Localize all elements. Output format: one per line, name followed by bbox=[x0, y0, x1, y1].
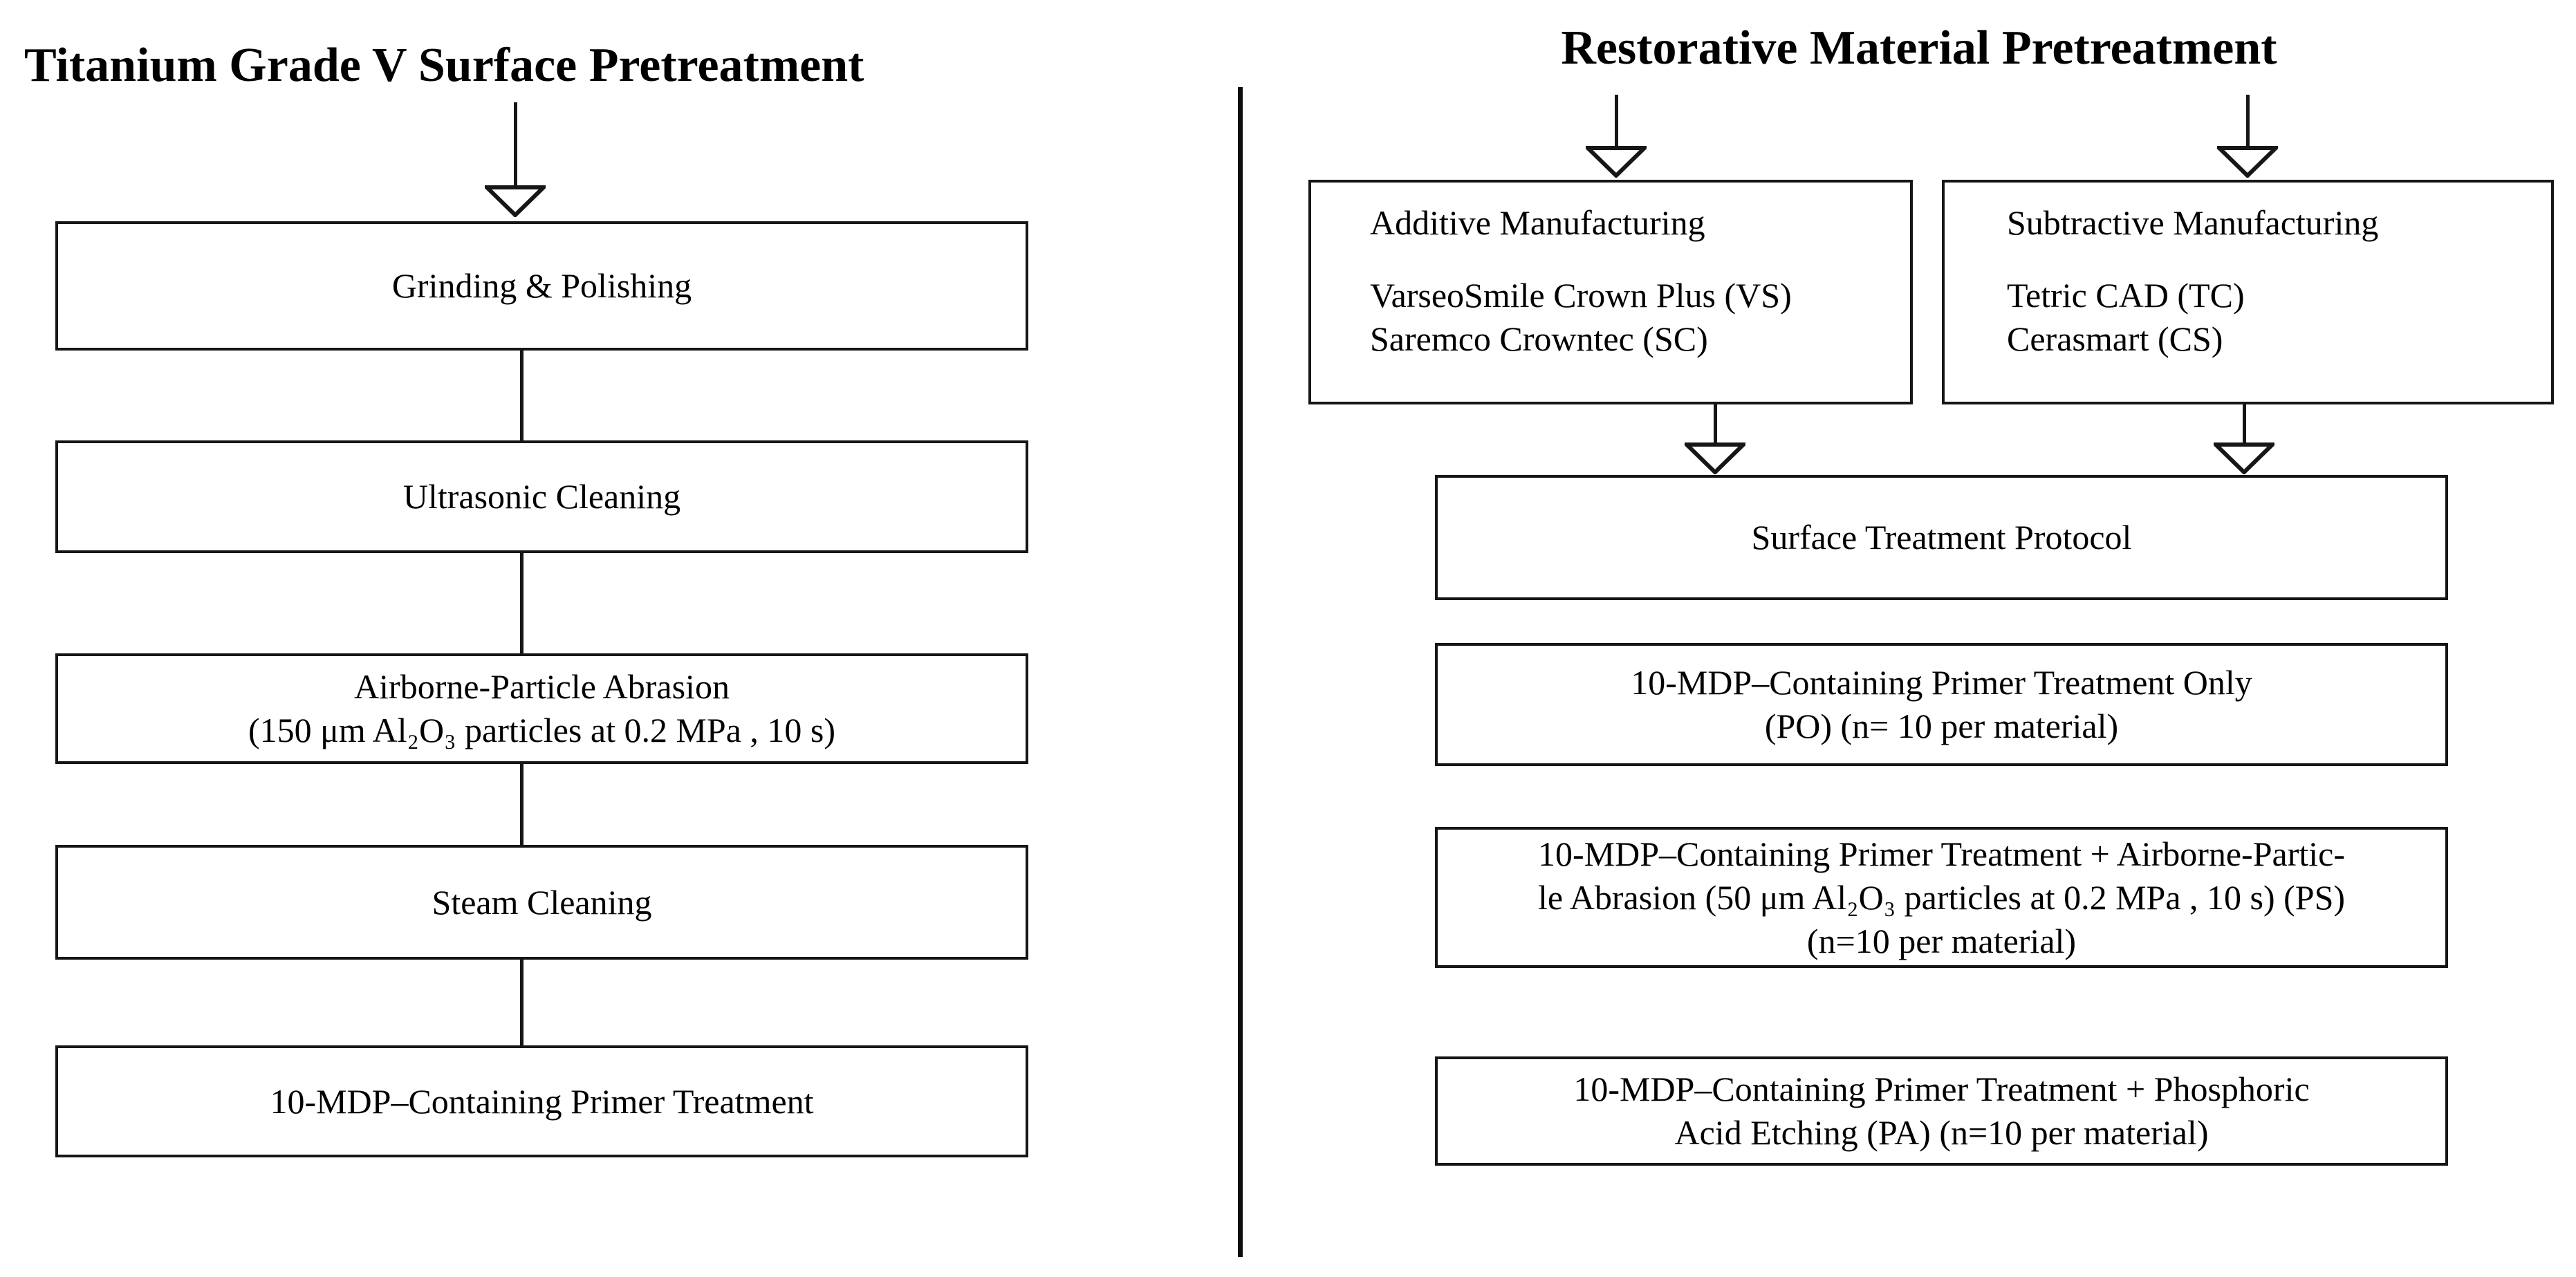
box-text: 10-MDP–Containing Primer Treatment bbox=[270, 1081, 814, 1121]
box-text: Acid Etching (PA) (n=10 per material) bbox=[1674, 1113, 2209, 1152]
down-arrow-icon bbox=[1586, 146, 1647, 178]
box-text: Surface Treatment Protocol bbox=[1751, 518, 2132, 557]
material-item: Cerasmart (CS) bbox=[2007, 319, 2223, 358]
box-airborne-particle-abrasion: Airborne-Particle Abrasion (150 μm Al₂O₃… bbox=[55, 653, 1028, 764]
box-additive-manufacturing: Additive Manufacturing VarseoSmile Crown… bbox=[1308, 180, 1913, 404]
box-treatment-ps: 10-MDP–Containing Primer Treatment + Air… bbox=[1435, 827, 2448, 968]
connector-line bbox=[520, 960, 523, 1045]
box-treatment-pa: 10-MDP–Containing Primer Treatment + Pho… bbox=[1435, 1056, 2448, 1166]
connector-arrow-line-left bbox=[1714, 404, 1717, 444]
left-panel-title: Titanium Grade V Surface Pretreatment bbox=[24, 39, 864, 92]
box-text: (PO) (n= 10 per material) bbox=[1764, 707, 2119, 745]
connector-line bbox=[520, 764, 523, 845]
box-text: 10-MDP–Containing Primer Treatment Only bbox=[1631, 663, 2252, 702]
right-title-arrow-line-left bbox=[1615, 95, 1618, 149]
connector-line bbox=[520, 351, 523, 440]
box-text: (150 μm Al₂O₃ particles at 0.2 MPa , 10 … bbox=[248, 711, 836, 749]
box-text: Grinding & Polishing bbox=[391, 266, 692, 305]
box-text: Ultrasonic Cleaning bbox=[402, 477, 681, 516]
box-text: (n=10 per material) bbox=[1806, 921, 2077, 960]
box-subtractive-manufacturing: Subtractive Manufacturing Tetric CAD (TC… bbox=[1942, 180, 2554, 404]
material-item: Saremco Crowntec (SC) bbox=[1370, 319, 1708, 358]
panel-divider bbox=[1238, 87, 1243, 1257]
down-arrow-icon bbox=[485, 185, 546, 217]
box-text: Airborne-Particle Abrasion bbox=[354, 667, 730, 706]
down-arrow-icon bbox=[1685, 442, 1745, 474]
connector-line bbox=[520, 553, 523, 653]
material-item: VarseoSmile Crown Plus (VS) bbox=[1370, 276, 1792, 315]
box-text: 10-MDP–Containing Primer Treatment + Air… bbox=[1538, 834, 2345, 873]
box-text: Steam Cleaning bbox=[432, 882, 652, 922]
box-treatment-po: 10-MDP–Containing Primer Treatment Only … bbox=[1435, 643, 2448, 766]
box-ultrasonic-cleaning: Ultrasonic Cleaning bbox=[55, 440, 1028, 553]
connector-arrow-line-right bbox=[2243, 404, 2246, 444]
down-arrow-icon bbox=[2217, 146, 2278, 178]
box-primer-treatment: 10-MDP–Containing Primer Treatment bbox=[55, 1045, 1028, 1157]
box-grinding-polishing: Grinding & Polishing bbox=[55, 221, 1028, 351]
box-steam-cleaning: Steam Cleaning bbox=[55, 845, 1028, 960]
box-heading: Subtractive Manufacturing bbox=[2007, 203, 2379, 242]
box-text: le Abrasion (50 μm Al₂O₃ particles at 0.… bbox=[1537, 877, 2346, 917]
box-surface-treatment-protocol: Surface Treatment Protocol bbox=[1435, 475, 2448, 600]
box-heading: Additive Manufacturing bbox=[1370, 203, 1705, 242]
material-item: Tetric CAD (TC) bbox=[2007, 276, 2245, 315]
down-arrow-icon bbox=[2214, 442, 2274, 474]
box-text: 10-MDP–Containing Primer Treatment + Pho… bbox=[1573, 1070, 2310, 1108]
right-panel-title: Restorative Material Pretreatment bbox=[1561, 21, 2277, 75]
right-title-arrow-line-right bbox=[2246, 95, 2250, 149]
left-title-arrow-line bbox=[514, 102, 517, 188]
